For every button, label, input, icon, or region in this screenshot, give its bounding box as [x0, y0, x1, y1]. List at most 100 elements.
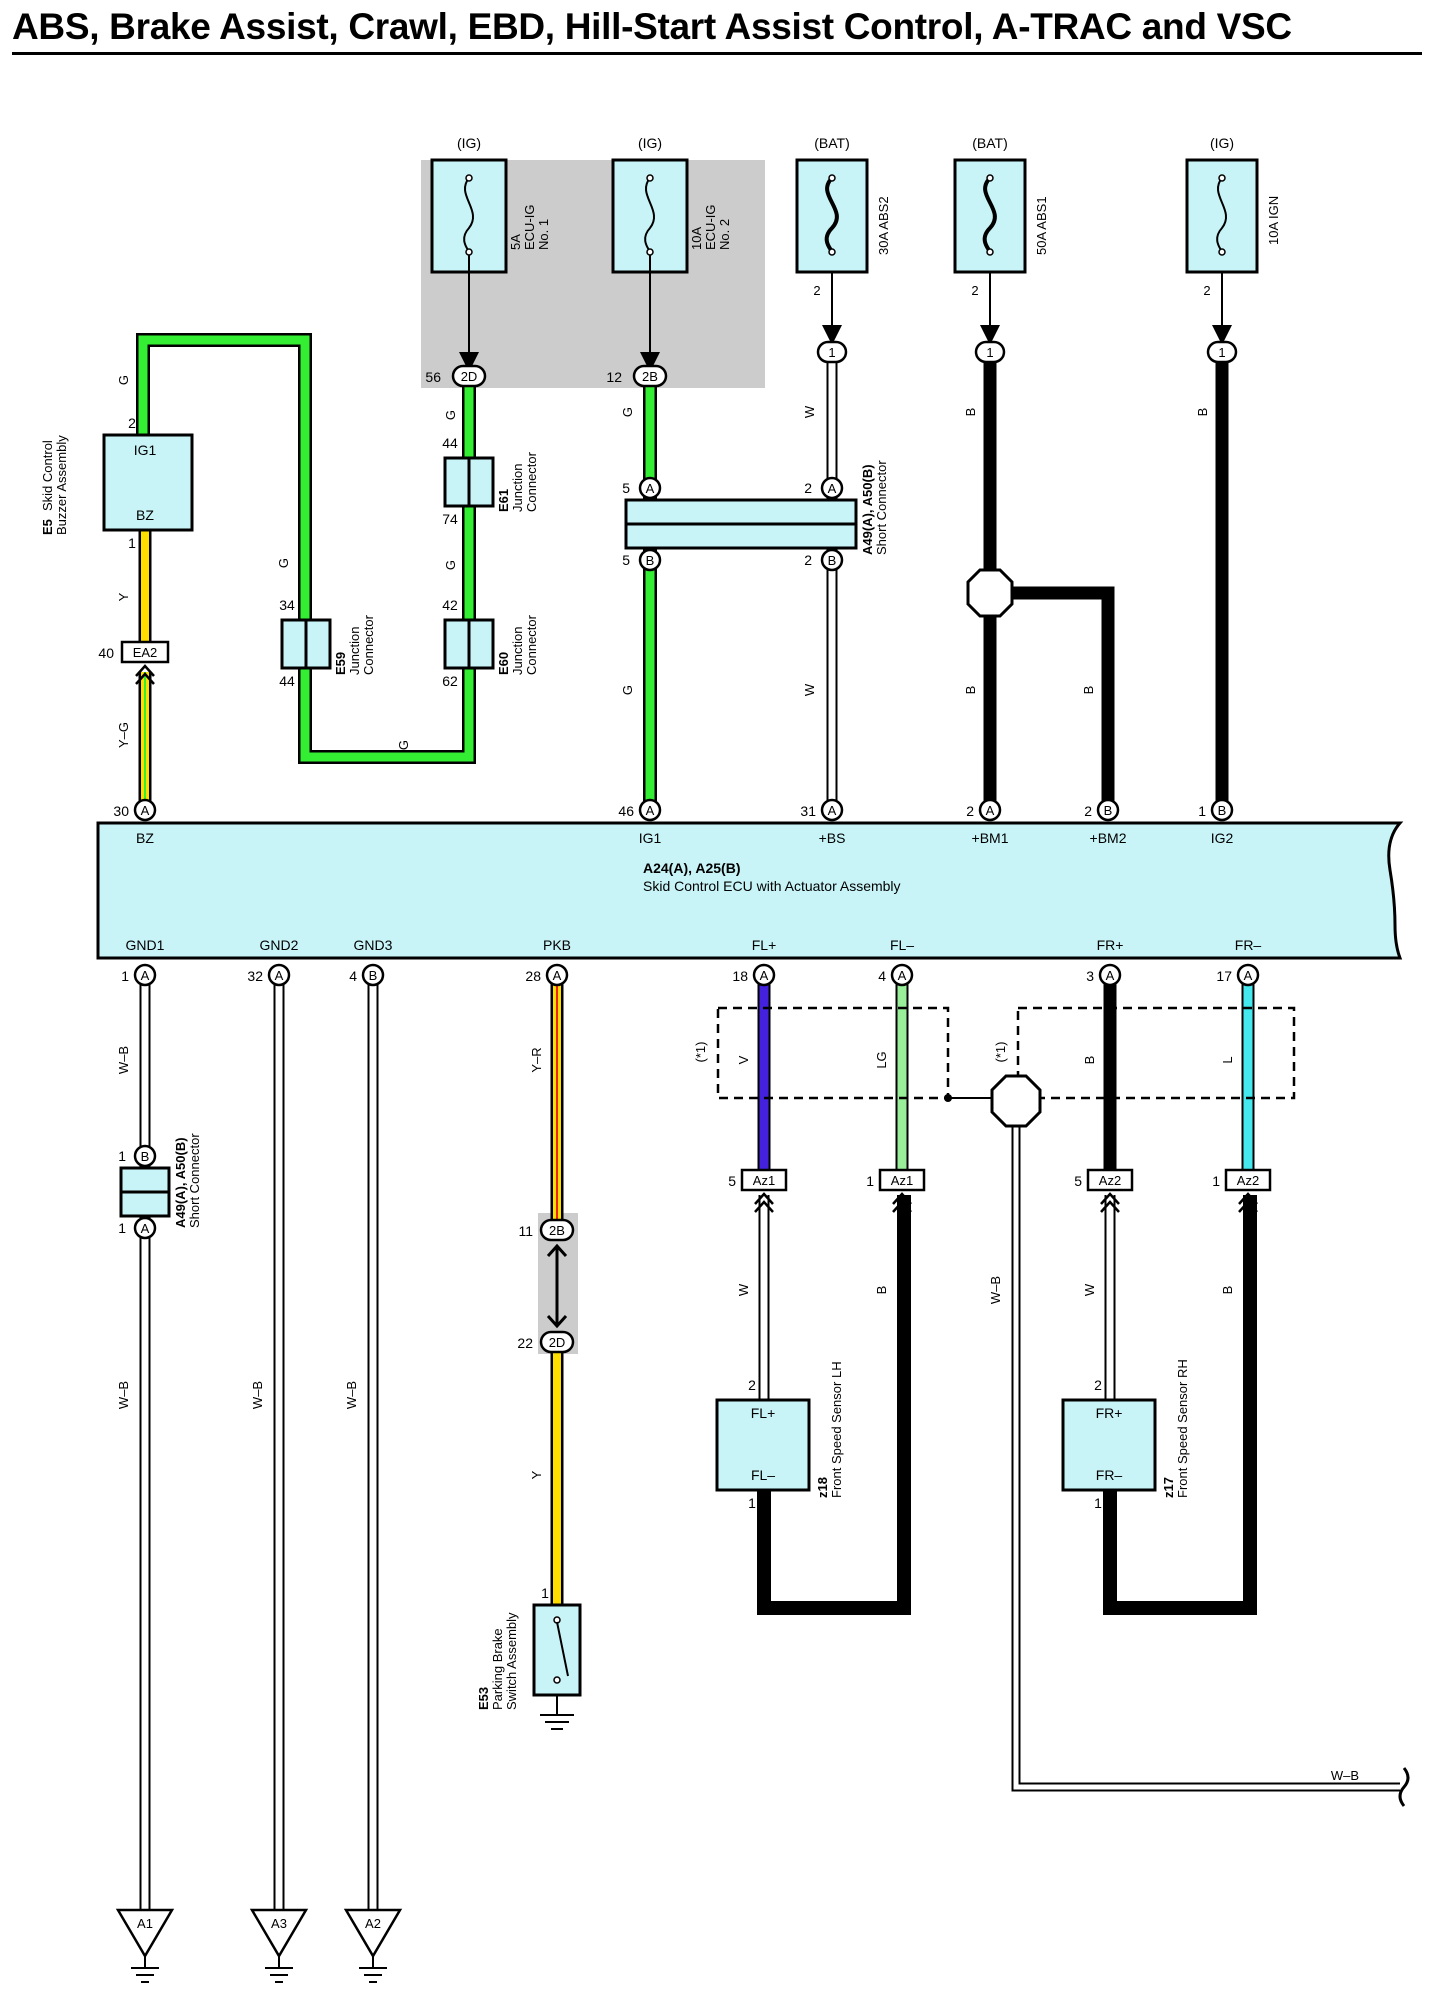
splice-shield	[990, 1074, 1042, 1128]
svg-text:Skid Control: Skid Control	[40, 440, 55, 511]
wire-wb-shield	[1013, 1115, 1400, 1790]
skid-control-ecu: A24(A), A25(B) Skid Control ECU with Act…	[96, 821, 1404, 960]
wire-label-12: B	[963, 408, 978, 417]
svg-text:Switch Assembly: Switch Assembly	[504, 1612, 519, 1710]
svg-text:44: 44	[442, 435, 458, 451]
shield-box-rh	[1016, 1006, 1296, 1100]
ground-a3: A3	[249, 1908, 309, 1983]
svg-text:2B: 2B	[549, 1223, 565, 1238]
svg-text:2: 2	[128, 415, 136, 431]
wire-label-23: LG	[874, 1051, 889, 1068]
connector-pin1-abs1: 1	[974, 340, 1006, 364]
svg-text:1: 1	[748, 1495, 756, 1511]
ecu-bottom-pinno-4: 28	[525, 968, 541, 984]
e53-parking-brake-switch: 1 E53 Parking Brake Switch Assembly	[476, 1585, 582, 1730]
wire-label-6: G	[443, 560, 458, 570]
z18-front-speed-sensor-lh: FL+ FL– 2 1 z18 Front Speed Sensor LH	[715, 1361, 844, 1511]
svg-text:IG1: IG1	[134, 442, 157, 458]
shield-box-lh	[716, 1006, 950, 1100]
wire-b-z17	[1103, 1195, 1257, 1615]
svg-text:EA2: EA2	[133, 645, 158, 660]
fuse-abs1: (BAT) 2 50A ABS1	[953, 135, 1049, 345]
svg-text:A49(A), A50(B): A49(A), A50(B)	[173, 1137, 188, 1228]
connector-2d-pkb: 2D 22	[517, 1330, 575, 1354]
ecu-bottom-pin-8: FR–A17	[1216, 937, 1262, 987]
svg-text:B: B	[828, 553, 837, 568]
svg-text:FL–: FL–	[751, 1467, 775, 1483]
fuse4-source: (BAT)	[972, 135, 1008, 151]
svg-text:Connector: Connector	[524, 451, 539, 512]
ecu-top-term-4: +BM1	[972, 830, 1009, 846]
ecu-top-pinno-3: 31	[800, 803, 816, 819]
wire-label-7: G	[396, 740, 411, 750]
svg-text:B: B	[646, 553, 655, 568]
svg-text:FR+: FR+	[1096, 1405, 1123, 1421]
ground-label-2: A3	[271, 1916, 287, 1931]
svg-text:62: 62	[442, 673, 458, 689]
ecu-top-conn-2: A	[646, 803, 655, 818]
wire-label-8: G	[620, 407, 635, 417]
svg-text:44: 44	[279, 673, 295, 689]
svg-text:40: 40	[98, 645, 114, 661]
connector-2b-pkb: 2B 11	[518, 1218, 575, 1242]
ecu-bottom-pinno-8: 17	[1216, 968, 1232, 984]
svg-text:E59: E59	[333, 652, 348, 675]
ecu-bottom-conn-1: A	[141, 968, 150, 983]
wire-label-24: B	[1082, 1056, 1097, 1065]
fuse5-pin: 2	[1203, 283, 1210, 298]
ecu-bottom-pin-5: FL+A18	[732, 937, 776, 987]
svg-text:A: A	[646, 481, 655, 496]
wire-label-2: Y	[116, 592, 131, 601]
ecu-bottom-pinno-2: 32	[247, 968, 263, 984]
svg-text:1: 1	[128, 535, 136, 551]
svg-text:5: 5	[622, 480, 630, 496]
az-pin-1: 5	[728, 1173, 736, 1189]
svg-text:Front Speed Sensor RH: Front Speed Sensor RH	[1175, 1359, 1190, 1498]
fuse1-number: No. 1	[536, 219, 551, 250]
fuse1-source: (IG)	[457, 135, 481, 151]
svg-text:1: 1	[828, 345, 835, 360]
az-pin-4: 1	[1212, 1173, 1220, 1189]
svg-text:FR–: FR–	[1096, 1467, 1123, 1483]
wire-label-4: G	[276, 558, 291, 568]
svg-text:42: 42	[442, 597, 458, 613]
short-connector-top: A A B B 5 2 5 2 A49(A), A50(B) Short Con…	[622, 460, 889, 572]
fuse1-rating: 5A	[508, 234, 523, 250]
svg-text:z17: z17	[1161, 1477, 1176, 1498]
ecu-bottom-term-3: GND3	[354, 937, 393, 953]
ecu-top-pin-3: A31+BS	[800, 798, 845, 846]
ecu-top-term-5: +BM2	[1090, 830, 1127, 846]
ecu-top-pinno-6: 1	[1198, 803, 1206, 819]
wire-g-loop-color	[138, 335, 474, 762]
ecu-bottom-pins: GND1A1GND2A32GND3B4PKBA28FL+A18FL–A4FR+A…	[121, 937, 1262, 987]
ecu-bottom-pin-7: FR+A3	[1086, 937, 1124, 987]
wire-label-21: Y	[529, 1470, 544, 1479]
wire-label-9: G	[620, 685, 635, 695]
ground-label-1: A1	[137, 1916, 153, 1931]
ecu-bottom-pinno-1: 1	[121, 968, 129, 984]
ecu-bottom-term-7: FR+	[1097, 937, 1124, 953]
svg-text:E61: E61	[496, 489, 511, 512]
ecu-top-pinno-1: 30	[113, 803, 129, 819]
svg-text:Junction: Junction	[510, 464, 525, 512]
az-conn-2: Az1	[891, 1173, 913, 1188]
ecu-top-conn-6: B	[1218, 803, 1227, 818]
ecu-bottom-conn-5: A	[760, 968, 769, 983]
svg-text:z18: z18	[815, 1477, 830, 1498]
svg-text:E5: E5	[40, 519, 55, 535]
ecu-bottom-pinno-5: 18	[732, 968, 748, 984]
svg-text:BZ: BZ	[136, 507, 154, 523]
svg-text:Parking Brake: Parking Brake	[490, 1628, 505, 1710]
fuse2-source: (IG)	[638, 135, 662, 151]
ecu-bottom-term-8: FR–	[1235, 937, 1262, 953]
svg-text:2B: 2B	[642, 369, 658, 384]
svg-text:11: 11	[518, 1223, 533, 1239]
wire-b-z18	[757, 1195, 911, 1615]
